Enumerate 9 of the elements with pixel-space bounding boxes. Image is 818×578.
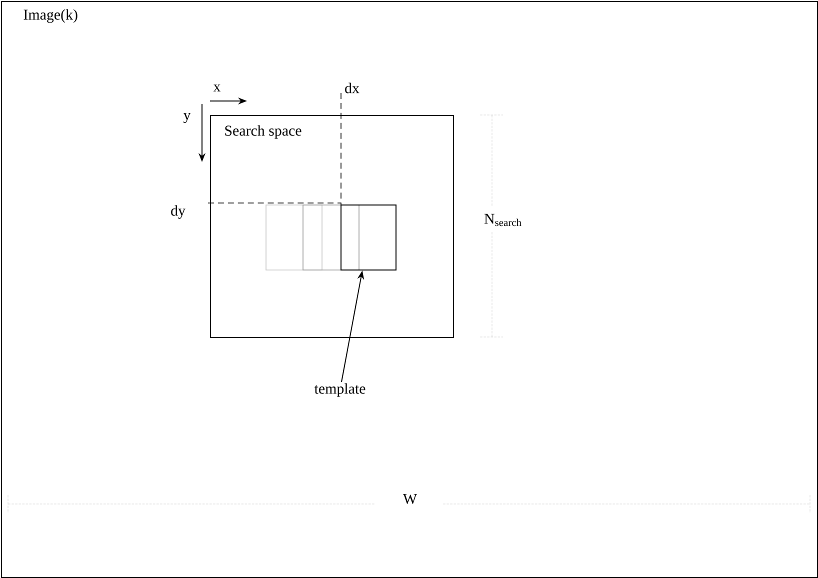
search-space-box: Search space bbox=[210, 115, 454, 338]
template-label: template bbox=[314, 383, 366, 397]
axis-label: dx bbox=[345, 82, 360, 94]
axis-label: W bbox=[402, 494, 418, 504]
axis-label: dy bbox=[171, 205, 186, 219]
axis-label: y bbox=[183, 112, 191, 124]
axis-label: x bbox=[213, 84, 221, 92]
axis-label: N$_{search}$ bbox=[484, 214, 522, 226]
template-box bbox=[340, 204, 396, 270]
